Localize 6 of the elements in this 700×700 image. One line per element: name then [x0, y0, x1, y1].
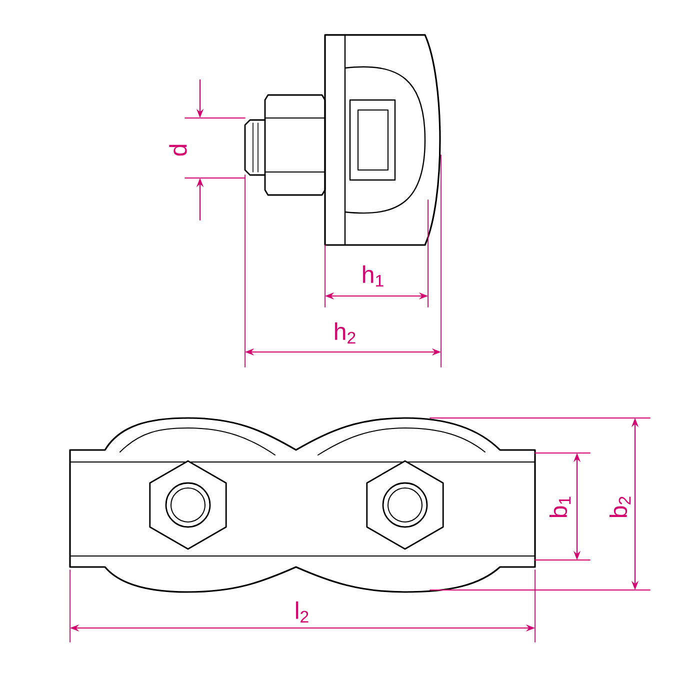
dimension-label: b$_{2}$: [609, 496, 631, 518]
dimension-label: h$_{2}$: [335, 322, 356, 344]
dimension-label: h$_{1}$: [363, 265, 384, 287]
dimension-label: l$_{2}$: [296, 601, 308, 623]
dimension-label: d: [169, 144, 187, 156]
dimension-label: b$_{1}$: [549, 496, 571, 518]
